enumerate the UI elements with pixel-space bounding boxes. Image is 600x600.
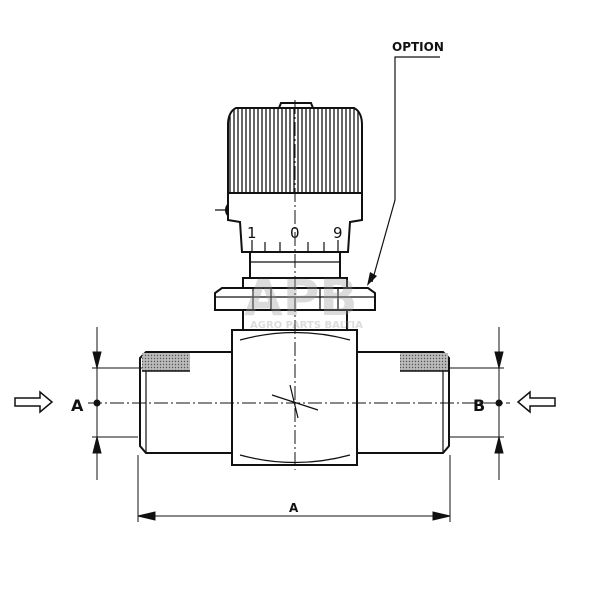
scale-digit: 1 xyxy=(247,224,257,242)
center-lines xyxy=(88,100,510,470)
inlet-flow-arrow-icon xyxy=(14,390,54,414)
length-label: A xyxy=(289,501,299,515)
option-label: OPTION xyxy=(392,40,444,54)
port-dimension-left xyxy=(92,327,142,480)
port-b-label: B xyxy=(473,396,485,415)
outlet-flow-arrow-icon xyxy=(516,390,556,414)
scale-digit: 0 xyxy=(290,224,300,242)
port-dimension-right xyxy=(450,327,504,480)
scale-digit: 9 xyxy=(333,224,343,242)
port-a-label: A xyxy=(71,396,84,415)
option-leader-line xyxy=(371,56,440,283)
watermark-text: AGRO PARTS BALTIA xyxy=(250,320,363,331)
length-dimension xyxy=(137,455,451,522)
watermark-logo: APB xyxy=(244,269,357,327)
